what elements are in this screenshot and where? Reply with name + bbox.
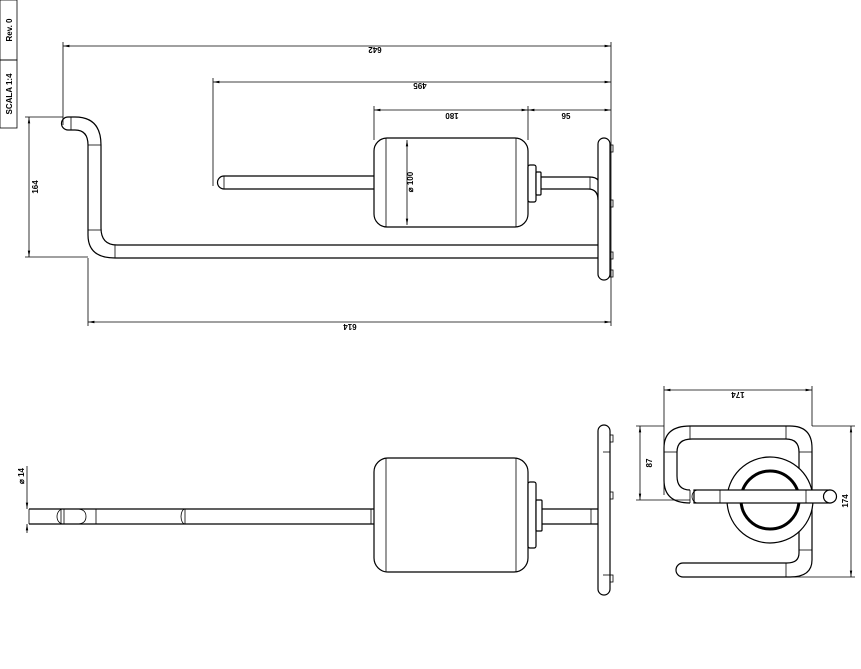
dim-side-width: 174 — [731, 390, 745, 399]
dim-95: 95 — [562, 112, 571, 121]
dim-642: 642 — [368, 45, 382, 54]
dim-164: 164 — [31, 180, 40, 194]
wall-plate — [597, 137, 611, 281]
dim-614: 614 — [343, 322, 357, 331]
revision-label: Rev. 0 — [5, 18, 14, 42]
upper-rod — [216, 175, 374, 190]
dim-roll-diameter: ⌀ 100 — [406, 171, 415, 192]
paper-roll — [373, 137, 529, 228]
towel-bar — [68, 116, 598, 246]
front-view: ⌀ 14 — [17, 424, 614, 596]
dim-180: 180 — [445, 111, 459, 120]
side-view: 174 87 174 — [636, 386, 855, 578]
dim-side-depth: 87 — [645, 458, 654, 467]
dim-495: 495 — [413, 81, 427, 90]
top-view: 642 495 180 95 ⌀ 100 — [25, 42, 614, 331]
title-block: Rev. 0 SCALA 1:4 — [0, 0, 18, 129]
dim-side-height: 174 — [841, 494, 850, 508]
scale-label: SCALA 1:4 — [5, 73, 14, 115]
dim-rod-diameter: ⌀ 14 — [17, 467, 26, 483]
